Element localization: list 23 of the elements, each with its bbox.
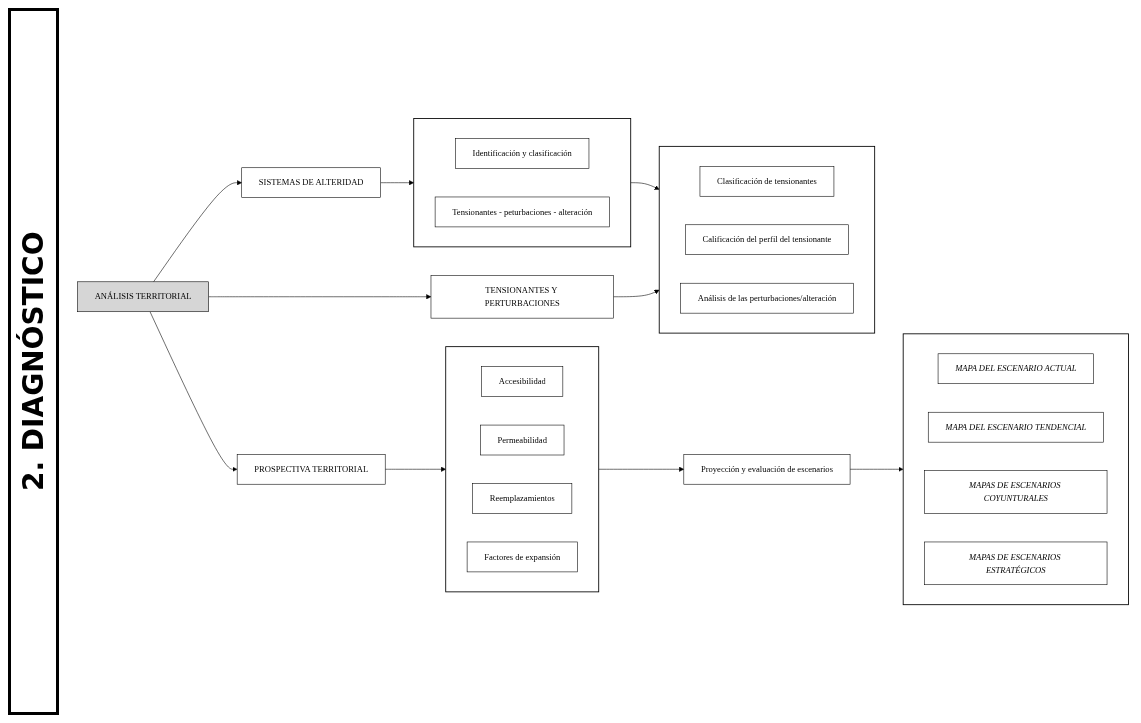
cluster <box>413 118 632 248</box>
node-box: Análisis de las perturbaciones/alteración <box>680 282 854 314</box>
node-box: Factores de expansión <box>466 541 578 573</box>
cluster <box>445 346 600 593</box>
node-box: Identificación y clasificación <box>455 138 590 169</box>
node-box: Tensionantes - peturbaciones - alteración <box>434 196 610 228</box>
diagram-title: 2. DIAGNÓSTICO <box>8 8 59 715</box>
node-box: Clasificación de tensionantes <box>699 165 835 197</box>
node-box: Proyección y evaluación de escenarios <box>683 453 851 485</box>
node-box: Accesibilidad <box>481 366 564 397</box>
node-box: ANÁLISIS TERRITORIAL <box>77 281 209 312</box>
node-box: TENSIONANTES Y PERTURBACIONES <box>430 274 614 319</box>
node-box: PROSPECTIVA TERRITORIAL <box>236 453 386 485</box>
node-box: MAPA DEL ESCENARIO ACTUAL <box>937 353 1094 384</box>
node-box: Calificación del perfil del tensionante <box>685 224 849 255</box>
node-box: MAPAS DE ESCENARIOS ESTRATÉGICOS <box>924 541 1108 585</box>
node-box: Reemplazamientos <box>472 483 573 514</box>
node-box: MAPA DEL ESCENARIO TENDENCIAL <box>927 411 1104 443</box>
cluster <box>658 145 876 334</box>
node-box: Permeabilidad <box>480 424 565 456</box>
node-box: SISTEMAS DE ALTERIDAD <box>241 167 381 198</box>
node-box: MAPAS DE ESCENARIOS COYUNTURALES <box>924 470 1108 514</box>
cluster <box>902 333 1129 605</box>
